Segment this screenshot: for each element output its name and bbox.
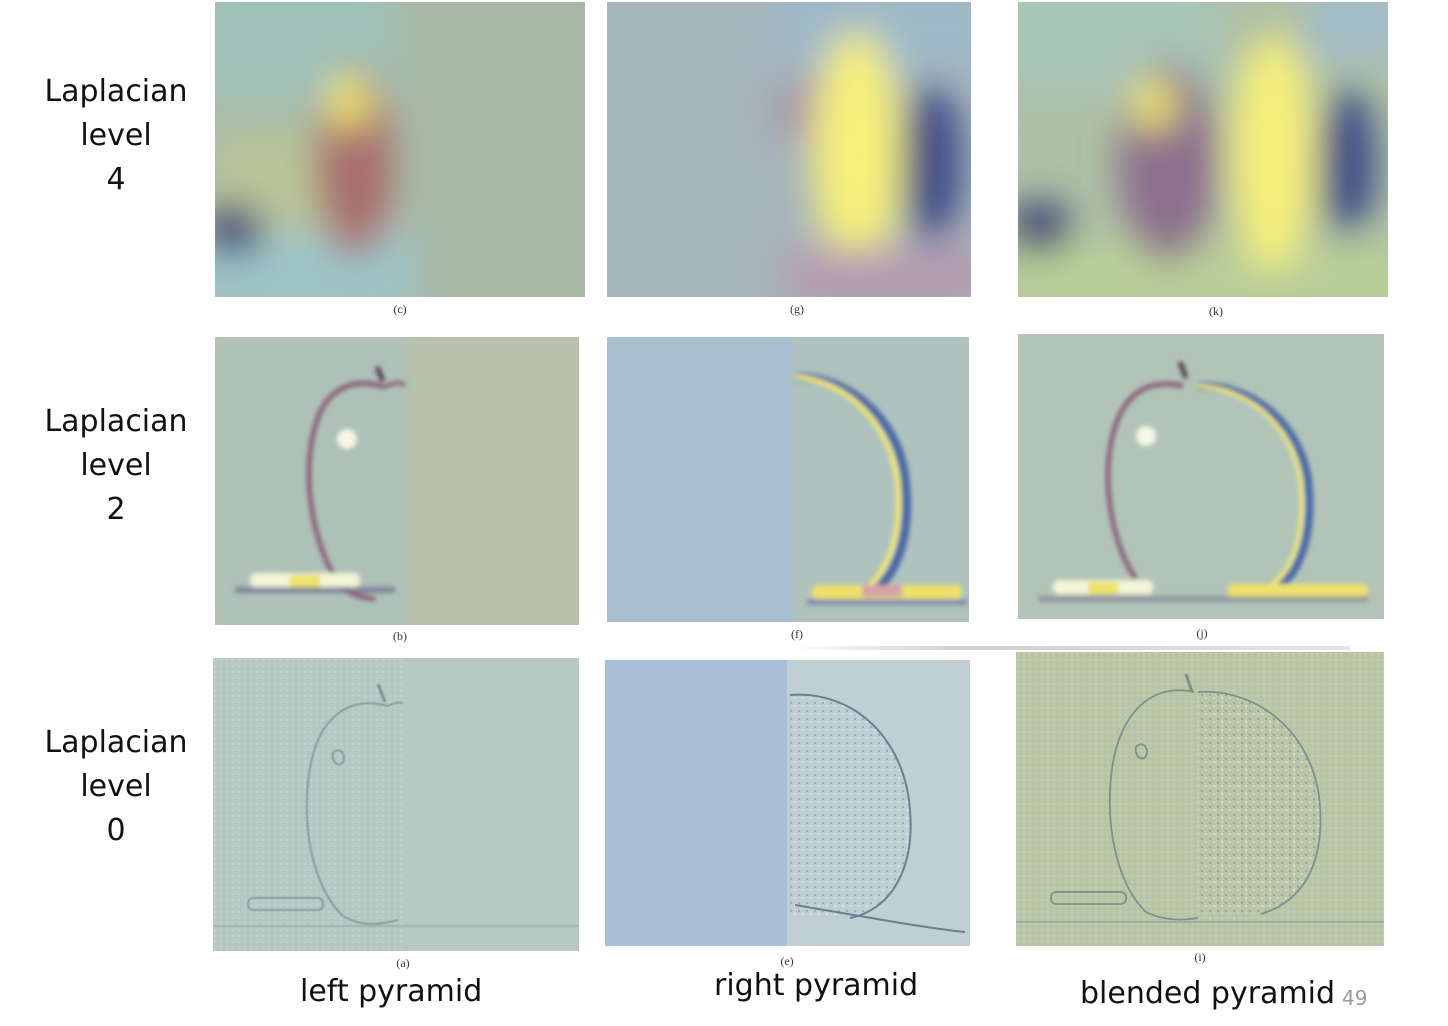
row-label-level-2: Laplacian level 2 (28, 400, 204, 532)
panel-g-right-level-4 (607, 2, 971, 297)
panel-a-left-level-0 (213, 658, 579, 951)
caption-i: (i) (1194, 950, 1206, 964)
caption-a: (a) (396, 956, 410, 970)
row-label-level-0: Laplacian level 0 (28, 721, 204, 853)
panel-k-blended-level-4 (1018, 2, 1388, 297)
row-label-line: level (80, 448, 152, 483)
caption-f: (f) (791, 627, 803, 641)
caption-b: (b) (393, 629, 407, 643)
panel-f-right-level-2 (607, 337, 969, 622)
column-label-left-pyramid: left pyramid (300, 974, 483, 1009)
row-label-line: level (80, 769, 152, 804)
caption-j: (j) (1196, 626, 1208, 640)
caption-c: (c) (393, 302, 407, 316)
row-label-line: 2 (106, 492, 126, 527)
row-label-level-4: Laplacian level 4 (28, 70, 204, 202)
page-number: 49 (1342, 986, 1368, 1010)
row-label-line: 0 (106, 813, 126, 848)
row-label-line: Laplacian (44, 404, 188, 439)
panel-b-left-level-2 (215, 337, 579, 625)
column-label-blended-pyramid: blended pyramid (1080, 976, 1336, 1011)
row-label-line: Laplacian (44, 74, 188, 109)
scan-artifact-line (790, 646, 1350, 650)
column-label-right-pyramid: right pyramid (714, 968, 919, 1003)
panel-c-left-level-4 (215, 2, 585, 297)
caption-g: (g) (790, 302, 804, 316)
panel-j-blended-level-2 (1018, 334, 1384, 619)
row-label-line: level (80, 118, 152, 153)
row-label-line: Laplacian (44, 725, 188, 760)
row-label-line: 4 (106, 162, 126, 197)
caption-k: (k) (1209, 304, 1223, 318)
panel-i-blended-level-0 (1016, 652, 1384, 946)
caption-e: (e) (780, 954, 794, 968)
panel-e-right-level-0 (605, 660, 970, 946)
